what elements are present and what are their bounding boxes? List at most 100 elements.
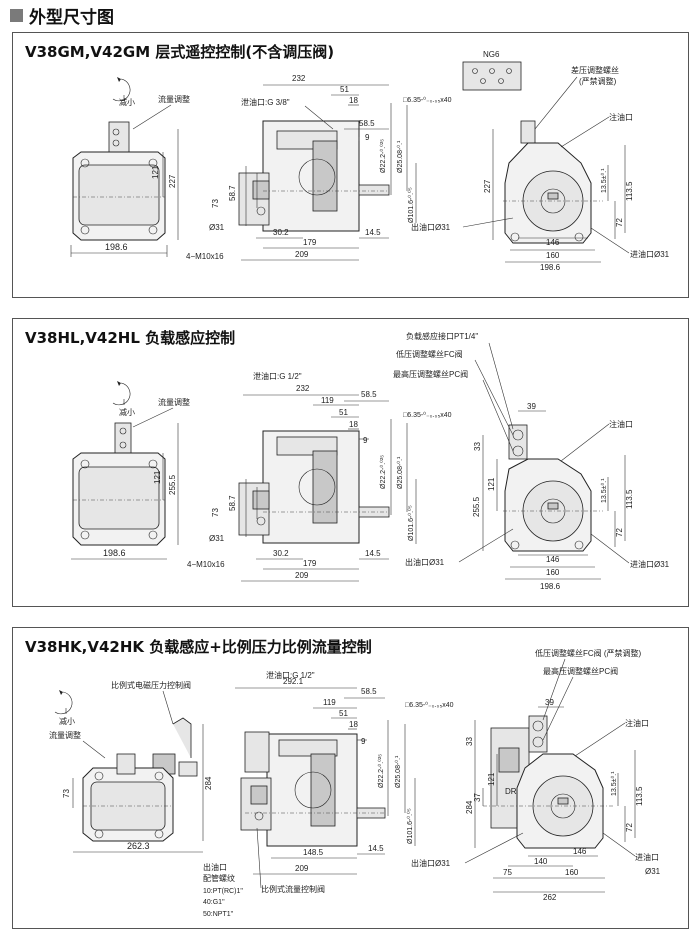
dim-148-5: 148.5 (303, 848, 324, 857)
dim-119: 119 (321, 396, 334, 405)
dim-18: 18 (349, 96, 358, 105)
middle-view (240, 731, 386, 847)
dim-51: 51 (340, 85, 349, 94)
fitting-label: 配管螺纹 (203, 873, 235, 883)
dim-18: 18 (349, 420, 358, 429)
fill-port-label: 注油口 (625, 718, 649, 728)
dim-101-6: Ø101.6-⁰.⁰⁵ (407, 505, 415, 541)
outlet-label: 出油口Ø31 (411, 222, 451, 232)
fill-port-label: 注油口 (609, 419, 633, 429)
dim-13-5: 13.5±⁰.¹ (600, 168, 608, 193)
dim-30-2: 30.2 (273, 549, 289, 558)
dim-22-2: Ø22.2-⁰.⁰²⁵ (379, 139, 387, 173)
right-view (503, 424, 603, 552)
middle-view (238, 430, 390, 544)
dim-113-5: 113.5 (625, 181, 634, 201)
dim-14-5: 14.5 (368, 844, 384, 853)
dim-right (474, 706, 636, 893)
dim-284: 284 (204, 776, 213, 790)
dim-292-1: 292.1 (283, 677, 304, 686)
shaft-label: □6.35-⁰₋₀.₀₅x40 (403, 96, 452, 104)
drawing-v38hl: 减小 198.6 121 255.5 流量调整 (71, 331, 670, 591)
high-screw-label: 最高压调整螺丝PC阀 (543, 666, 618, 676)
dim-101-6: Ø101.6-⁰.⁰⁵ (407, 187, 415, 223)
dim-227-right: 227 (483, 179, 492, 193)
right-view (483, 715, 613, 849)
drawing-v38gm: 减小 198.6 121 227 流量调整 (70, 50, 670, 272)
dial-label: 减小 (59, 716, 75, 726)
dim-58-7: 58.7 (228, 185, 237, 201)
dim-101-6: Ø101.6-⁰.⁰⁵ (406, 808, 414, 844)
prop-pressure-label: 比例式电磁压力控制阀 (111, 680, 191, 690)
dim-13-5: 13.5±⁰.¹ (600, 478, 608, 503)
dim-75: 75 (503, 868, 512, 877)
inlet-label: 进油口 (635, 852, 659, 862)
dim-middle (241, 84, 417, 261)
dim-121: 121 (151, 165, 160, 179)
drawing-v38hk: 减小 流量调整 比例式电磁压力控制阀 262.3 73 284 (49, 648, 661, 918)
panel-v38hl: V38HL,V42HL 负载感应控制 减小 198.6 121 255.5 (12, 318, 689, 607)
section-title: 外型尺寸图 (29, 7, 114, 28)
dim-73: 73 (211, 199, 220, 208)
port-label-left: Ø31 (209, 223, 225, 232)
dim-209: 209 (295, 571, 309, 580)
section-header: 外型尺寸图 (10, 4, 114, 28)
high-screw-label: 最高压调整螺丝PC阀 (393, 369, 468, 379)
dim-198-6-left: 198.6 (105, 242, 128, 252)
flow-adjust-label: 流量调整 (49, 730, 81, 740)
fit-50-label: 50:NPT1" (203, 911, 234, 918)
outlet-label: 出油口Ø31 (405, 557, 445, 567)
dial-icon (54, 690, 73, 715)
dim-179: 179 (303, 238, 317, 247)
diff-screw-label: 差压调整螺丝 (571, 65, 619, 75)
prop-flow-label: 比例式流量控制阀 (261, 884, 325, 894)
left-view (72, 422, 166, 546)
dim-232: 232 (296, 384, 310, 393)
dim-284-right: 284 (465, 800, 474, 814)
dim-113-5: 113.5 (635, 786, 644, 806)
dim-262-3: 262.3 (127, 841, 150, 851)
outlet-fit-label: 出油口 (203, 862, 227, 872)
low-screw-label: 低压调整螺丝FC阀 (严禁调整) (535, 648, 642, 658)
panel-v38gm: V38GM,V42GM 层式遥控控制(不含调压阀) 减小 (12, 32, 689, 298)
panel-v38hk: V38HK,V42HK 负载感应+比例压力比例流量控制 减小 流量调整 比例式电… (12, 627, 689, 929)
inlet-label: 进油口Ø31 (630, 559, 670, 569)
dim-middle (241, 394, 417, 582)
dial-icon (112, 77, 131, 102)
left-view (72, 121, 166, 241)
dim-58-5: 58.5 (361, 687, 377, 696)
dim-left (72, 724, 204, 853)
port-label-left: Ø31 (209, 534, 225, 543)
dim-right (482, 410, 626, 580)
fit-10-label: 10:PT(RC)1" (203, 888, 243, 895)
dim-146: 146 (546, 555, 560, 564)
dim-72: 72 (625, 823, 634, 832)
dim-9: 9 (363, 436, 368, 445)
dim-255-5: 255.5 (168, 474, 177, 495)
dim-51: 51 (339, 709, 348, 718)
dim-14-5: 14.5 (365, 228, 381, 237)
dim-33: 33 (473, 442, 482, 451)
dim-18: 18 (349, 720, 358, 729)
header-square-icon (10, 8, 23, 22)
dim-73: 73 (211, 508, 220, 517)
dim-left (70, 129, 179, 257)
dim-198-6-right: 198.6 (540, 263, 561, 272)
dim-160: 160 (565, 868, 579, 877)
left-view (82, 717, 198, 842)
dim-179: 179 (303, 559, 317, 568)
dim-22-2: Ø22.2-⁰.⁰²⁵ (379, 455, 387, 489)
dim-51: 51 (339, 408, 348, 417)
dim-39: 39 (527, 402, 536, 411)
shaft-label: □6.35-⁰₋₀.₀₅x40 (403, 411, 452, 419)
dim-121: 121 (153, 470, 162, 484)
dim-37: 37 (473, 793, 482, 802)
dim-33: 33 (465, 737, 474, 746)
dr-label: DR (505, 787, 517, 796)
dim-146: 146 (573, 847, 587, 856)
dial-label: 减小 (119, 97, 135, 107)
fill-port-label: 注油口 (609, 112, 633, 122)
dim-14-5: 14.5 (365, 549, 381, 558)
dim-left (71, 423, 179, 560)
dim-113-5: 113.5 (625, 489, 634, 509)
